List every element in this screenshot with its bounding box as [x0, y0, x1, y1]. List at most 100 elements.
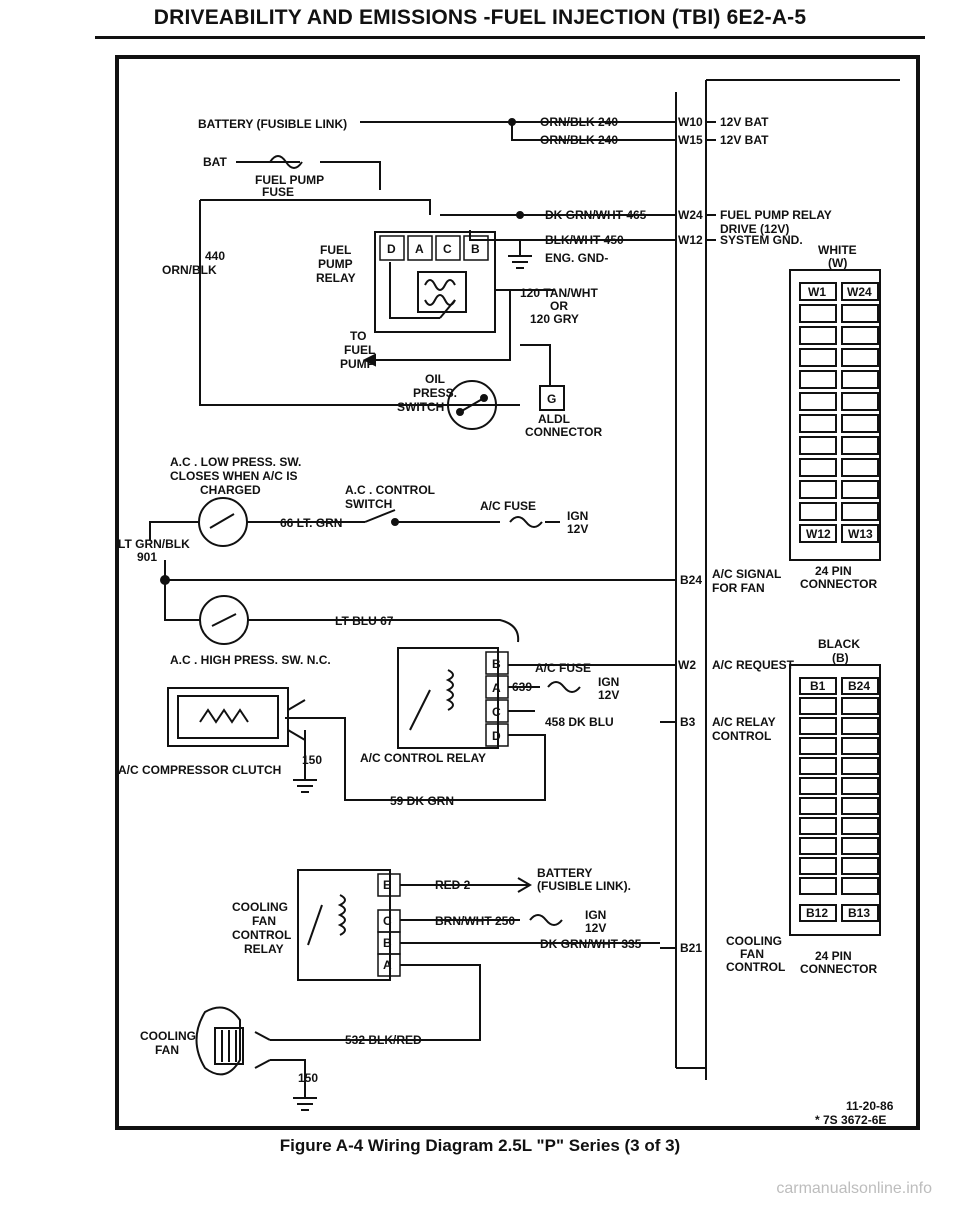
connector-black [789, 664, 881, 936]
label-440: 440 [205, 249, 225, 263]
label-fuel-pump-fuse-1: FUEL PUMP [255, 173, 324, 187]
ac-relay-pin-d: D [492, 729, 501, 743]
conn-pin-w1: W1 [808, 285, 826, 299]
wire-120-tan-wht: 120 TAN/WHT [520, 286, 598, 300]
relay-pin-d: D [387, 242, 396, 256]
label-12v-1: 12V [567, 522, 588, 536]
label-black-1: BLACK [818, 637, 860, 651]
watermark: carmanualsonline.info [776, 1180, 932, 1197]
label-ac-signal-2: FOR FAN [712, 581, 765, 595]
wire-639: 639 [512, 680, 532, 694]
label-ac-compressor-clutch: A/C COMPRESSOR CLUTCH [118, 763, 281, 777]
label-12v-3: 12V [585, 921, 606, 935]
label-cooling-relay-1: COOLING [232, 900, 288, 914]
wire-120-gry: 120 GRY [530, 312, 579, 326]
ac-relay-pin-b: B [492, 657, 501, 671]
conn-pin-w24: W24 [847, 285, 872, 299]
wire-blk-wht-450: BLK/WHT 450 [545, 233, 624, 247]
label-fuel-pump-relay-1: FUEL [320, 243, 351, 257]
label-ac-request: A/C REQUEST [712, 658, 795, 672]
label-24pin-b-1: 24 PIN [815, 949, 852, 963]
label-ac-signal-1: A/C SIGNAL [712, 567, 781, 581]
label-ac-relay-control-2: CONTROL [712, 729, 771, 743]
label-cooling-fan-control-1: COOLING [726, 934, 782, 948]
fuel-pump-relay [362, 231, 565, 411]
label-aldl-1: ALDL [538, 412, 570, 426]
conn-pin-w13: W13 [848, 527, 873, 541]
conn-pin-w12: W12 [806, 527, 831, 541]
label-bat: BAT [203, 155, 227, 169]
label-901: 901 [137, 550, 157, 564]
label-fuel-pump-relay-3: RELAY [316, 271, 356, 285]
label-cooling-fan-2: FAN [155, 1043, 179, 1057]
fan-relay-pin-c: C [383, 914, 392, 928]
label-ac-control-2: SWITCH [345, 497, 392, 511]
wire-orn-blk-1: ORN/BLK 240 [540, 115, 618, 129]
header-rule [95, 36, 925, 39]
label-ac-fuse-2: A/C FUSE [535, 661, 591, 675]
relay-pin-b: B [471, 242, 480, 256]
label-fuel-pump-fuse-2: FUSE [262, 185, 294, 199]
label-fuel-pump-relay-drive-1: FUEL PUMP RELAY [720, 208, 832, 222]
cooling-fan-motor [195, 1006, 317, 1111]
oil-pressure-switch [447, 380, 497, 430]
conn-pin-b1: B1 [810, 679, 826, 693]
label-ac-control-relay: A/C CONTROL RELAY [360, 751, 486, 765]
wire-orn-blk-2: ORN/BLK 240 [540, 133, 618, 147]
label-cooling-relay-4: RELAY [244, 942, 284, 956]
label-battery-fusible: BATTERY (FUSIBLE LINK) [198, 117, 347, 131]
pin-w24: W24 [678, 208, 703, 222]
label-cooling-fan-1: COOLING [140, 1029, 196, 1043]
wire-dk-grn-wht-335: DK GRN/WHT 335 [540, 937, 642, 951]
ac-relay-pin-c: C [492, 705, 501, 719]
pin-w2: W2 [678, 658, 696, 672]
conn-pin-b12: B12 [806, 906, 828, 920]
label-white-1: WHITE [818, 243, 857, 257]
wire-59-dk-grn: 59 DK GRN [390, 794, 454, 808]
label-system-gnd: SYSTEM GND. [720, 233, 803, 247]
label-ac-control-1: A.C . CONTROL [345, 483, 435, 497]
wire-458-dk-blu: 458 DK BLU [545, 715, 614, 729]
label-ac-low-3: CHARGED [200, 483, 261, 497]
battery-wires [199, 118, 676, 406]
label-ac-low-2: CLOSES WHEN A/C IS [170, 469, 298, 483]
ecm-pin-ticks [660, 121, 716, 949]
label-battery-fl-1: BATTERY [537, 866, 592, 880]
cooling-fan-control-relay [270, 869, 660, 1041]
wire-532-blk-red: 532 BLK/RED [345, 1033, 422, 1047]
label-fuel-pump-relay-drive-2: DRIVE (12V) [720, 222, 789, 236]
ac-high-pressure-switch [199, 595, 520, 645]
label-to-fuel-pump-2: FUEL [344, 343, 375, 357]
label-12v-bat-2: 12V BAT [720, 133, 769, 147]
label-ac-fuse-1: A/C FUSE [480, 499, 536, 513]
label-white-2: (W) [828, 256, 847, 270]
pin-w10: W10 [678, 115, 703, 129]
connector-white [789, 269, 881, 561]
label-ac-relay-control-1: A/C RELAY [712, 715, 776, 729]
figure-caption: Figure A-4 Wiring Diagram 2.5L "P" Serie… [279, 1136, 681, 1155]
relay-pin-a: A [415, 242, 424, 256]
label-ac-low-1: A.C . LOW PRESS. SW. [170, 455, 301, 469]
wire-lt-blu-67: LT BLU 67 [335, 614, 394, 628]
label-code: * 7S 3672-6E [815, 1113, 886, 1127]
pin-w12: W12 [678, 233, 703, 247]
pin-b21: B21 [680, 941, 702, 955]
label-to-fuel-pump-1: TO [350, 329, 366, 343]
label-oil-3: SWITCH [397, 400, 444, 414]
ac-compressor-clutch [167, 687, 317, 793]
wire-or: OR [550, 299, 568, 313]
label-fuel-pump-relay-2: PUMP [318, 257, 353, 271]
label-ign-1: IGN [567, 509, 588, 523]
conn-pin-b24: B24 [848, 679, 870, 693]
label-cooling-fan-control-3: CONTROL [726, 960, 785, 974]
wire-brn-wht-250: BRN/WHT 250 [435, 914, 515, 928]
label-24pin-b-2: CONNECTOR [800, 962, 877, 976]
label-150-a: 150 [302, 753, 322, 767]
fan-relay-pin-b: B [383, 936, 392, 950]
label-aldl-2: CONNECTOR [525, 425, 602, 439]
label-lt-grn-blk: LT GRN/BLK [118, 537, 190, 551]
fan-relay-pin-a: A [383, 958, 392, 972]
label-150-b: 150 [298, 1071, 318, 1085]
conn-pin-b13: B13 [848, 906, 870, 920]
ac-low-pressure-circuit [149, 497, 660, 621]
